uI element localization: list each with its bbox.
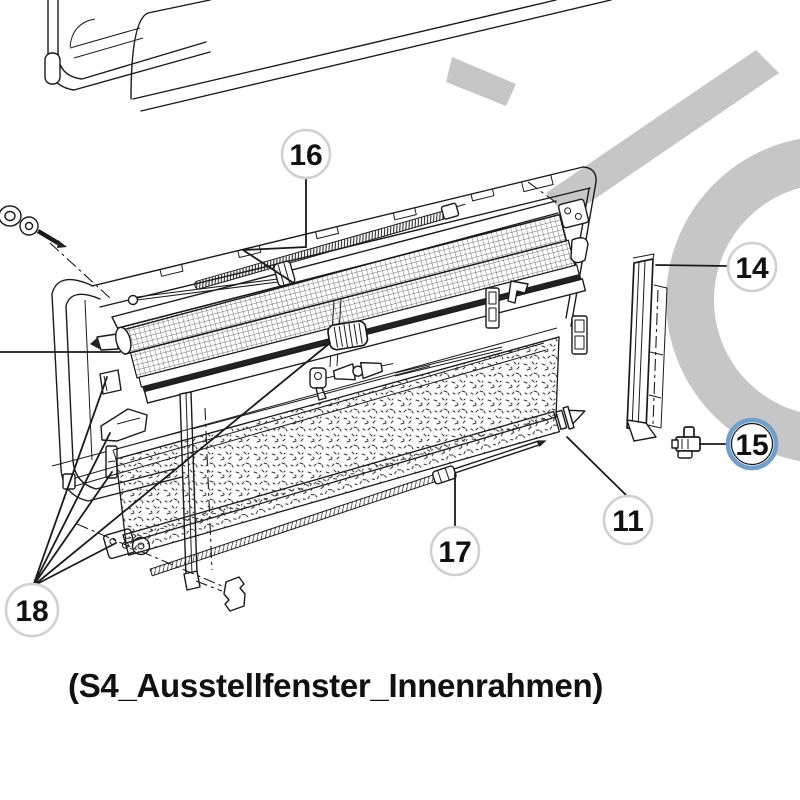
s-clip	[223, 576, 246, 612]
roll-end-clip	[570, 237, 589, 264]
callout-16[interactable]: 16	[280, 128, 332, 180]
leader-11	[566, 436, 628, 497]
frame-clip-a	[99, 369, 122, 395]
hook-clip	[507, 280, 529, 304]
key-piece	[309, 367, 327, 401]
screw-centerline	[49, 242, 111, 299]
crank-rod	[149, 440, 547, 577]
mounting-screw	[0, 205, 111, 299]
callout-16-label[interactable]: 16	[289, 139, 322, 172]
leader-lines	[0, 178, 728, 587]
watermark-stroke-short	[446, 57, 516, 106]
cable-eyelet	[127, 294, 139, 306]
callout-14[interactable]: 14	[726, 241, 778, 293]
watermark-letter-c	[666, 138, 800, 462]
callout-18-label[interactable]: 18	[15, 595, 48, 628]
leader-16	[240, 178, 307, 283]
callout-15-label[interactable]: 15	[735, 429, 768, 462]
callout-18[interactable]: 18	[4, 582, 60, 638]
roll-end-bracket	[557, 198, 590, 229]
cable-end-fitting	[440, 202, 460, 220]
callout-15-highlighted[interactable]: 15	[725, 417, 779, 471]
watermark	[446, 50, 800, 462]
side-rail-14	[626, 253, 668, 442]
pleated-fabric	[115, 336, 560, 544]
callout-14-label[interactable]: 14	[735, 252, 769, 285]
leader-14	[655, 264, 728, 267]
turnbuckle	[322, 361, 394, 381]
watermark-stroke-long	[546, 50, 779, 218]
ladder-clip-b	[571, 315, 588, 355]
wall-frame-fragment	[44, 0, 612, 112]
caption: (S4_Ausstellfenster_Innenrahmen)	[68, 667, 603, 704]
callout-17-label[interactable]: 17	[438, 536, 471, 569]
callout-11[interactable]: 11	[602, 494, 654, 546]
callout-11-label[interactable]: 11	[612, 505, 644, 538]
lower-pleated-blind	[112, 327, 586, 556]
roller-spigot	[555, 405, 586, 431]
frame-clip-elbow	[100, 408, 148, 442]
leader-18	[32, 342, 331, 587]
clip-15	[671, 426, 701, 459]
ribbed-slider-block	[327, 320, 369, 351]
frame-corner-tab	[44, 52, 61, 85]
callout-17[interactable]: 17	[429, 525, 481, 577]
blind-roller-tube	[122, 410, 561, 556]
